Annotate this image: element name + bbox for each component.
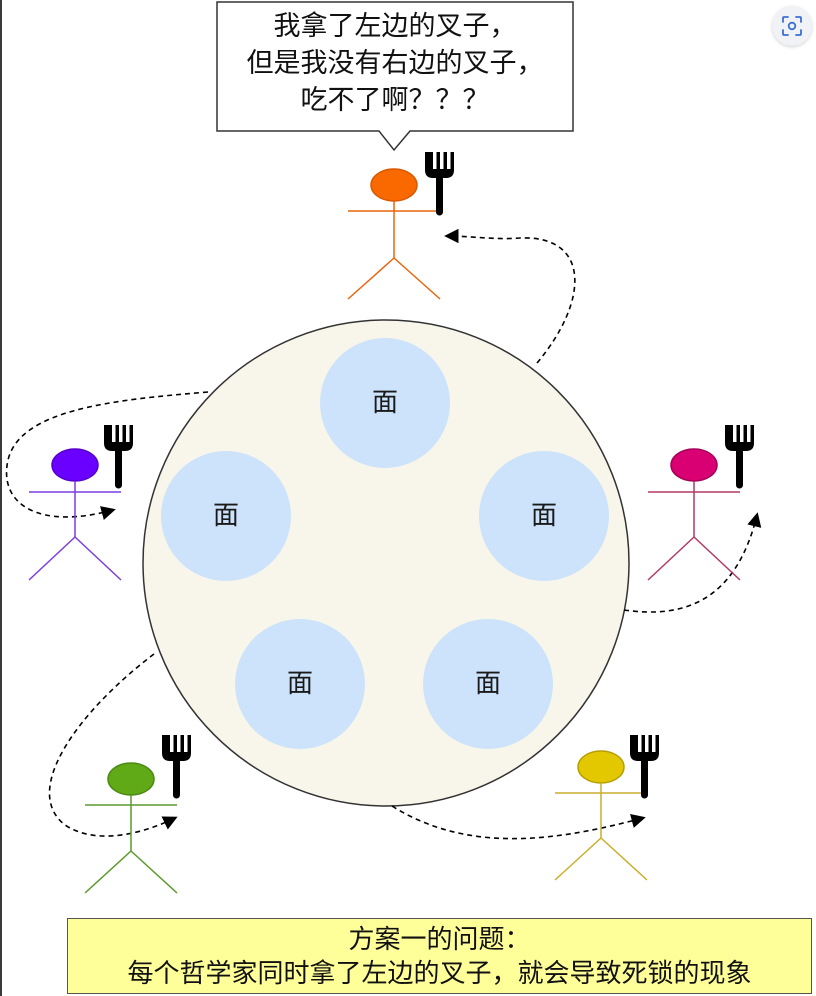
- philosopher-bottom-left: [84, 735, 191, 894]
- caption-box: 方案一的问题： 每个哲学家同时拿了左边的叉子，就会导致死锁的现象: [67, 918, 812, 994]
- philosopher-bottom-right: [554, 735, 659, 881]
- fork-icon: [162, 735, 191, 799]
- speech-line-2: 但是我没有右边的叉子，: [246, 48, 544, 79]
- speech-bubble: [216, 1, 574, 152]
- fork-icon: [725, 425, 754, 489]
- fork-icon: [104, 425, 133, 489]
- fork-icon: [630, 735, 659, 799]
- window-left-border: [0, 0, 2, 996]
- scan-icon: [782, 16, 802, 36]
- bowl-label-top: 面: [371, 388, 398, 418]
- bowl-label-bottom-right: 面: [474, 669, 501, 699]
- bowl-label-bottom-left: 面: [286, 669, 313, 699]
- speech-bubble-text: 我拿了左边的叉子， 但是我没有右边的叉子， 吃不了啊？？？: [218, 8, 572, 119]
- speech-line-3: 吃不了啊？？？: [300, 85, 490, 116]
- arrow-left: [5, 391, 209, 520]
- arrow-right: [623, 512, 762, 613]
- philosopher-left: [28, 425, 133, 581]
- philosopher-right: [647, 425, 754, 581]
- bowl-top: [320, 338, 450, 468]
- caption-line-2: 每个哲学家同时拿了左边的叉子，就会导致死锁的现象: [127, 959, 752, 989]
- arrow-bottom-right: [391, 805, 646, 840]
- caption-line-1: 方案一的问题：: [348, 925, 531, 955]
- arrow-bottom-left: [48, 653, 178, 837]
- bowl-label-right: 面: [530, 501, 557, 531]
- arrow-top: [444, 228, 576, 364]
- scan-button[interactable]: [772, 6, 812, 46]
- bowl-bottom-right: [423, 619, 553, 749]
- philosopher-top: [347, 152, 454, 300]
- fork-icon: [425, 152, 454, 216]
- bowl-label-left: 面: [212, 501, 239, 531]
- bowl-left: [161, 451, 291, 581]
- bowl-bottom-left: [235, 619, 365, 749]
- speech-line-1: 我拿了左边的叉子，: [273, 11, 517, 42]
- bowl-right: [479, 451, 609, 581]
